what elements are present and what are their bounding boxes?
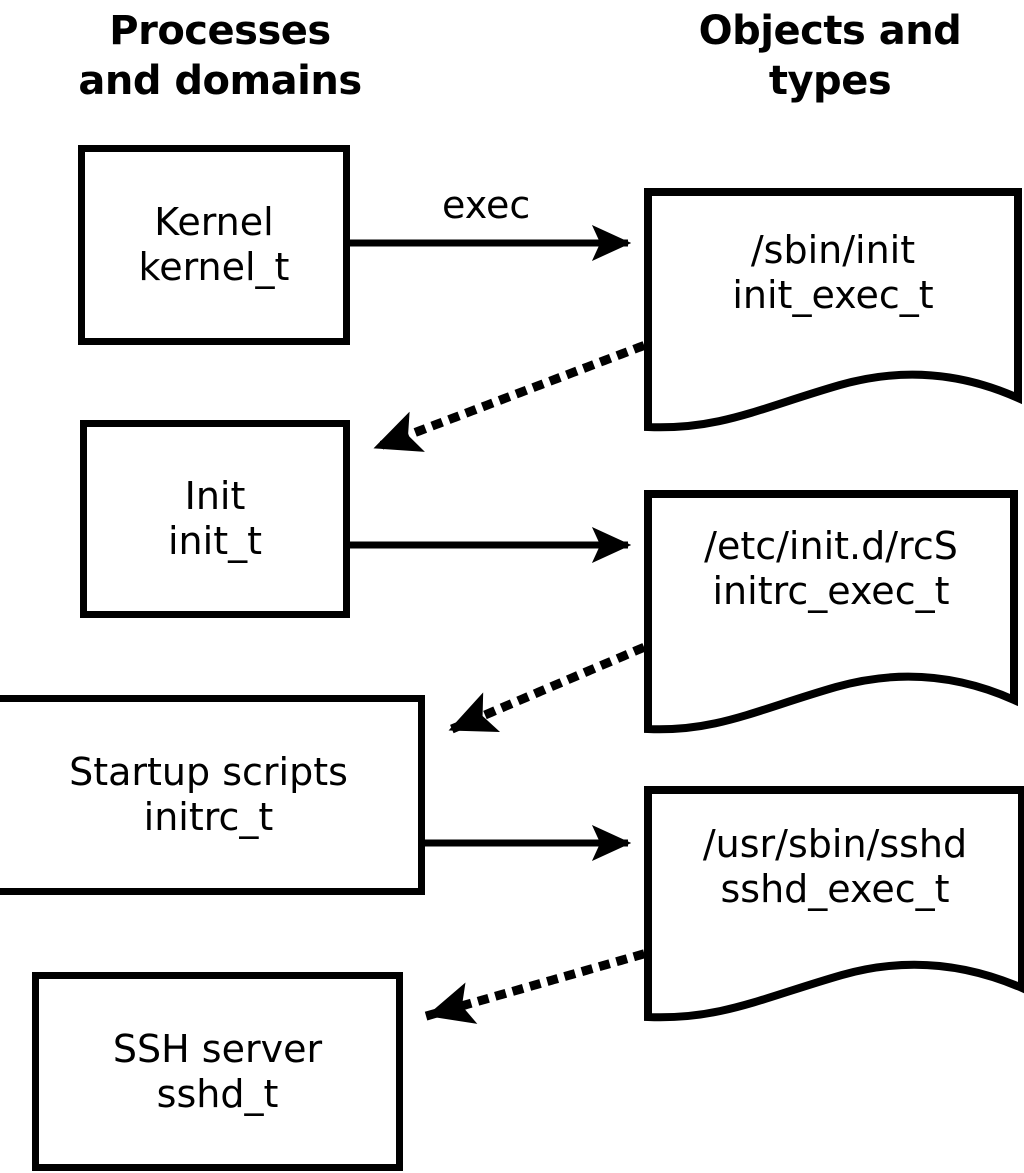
process-box-init[interactable]: Init init_t: [80, 420, 350, 618]
document-path-initrc-exec: /etc/init.d/rcS: [704, 524, 958, 568]
document-label-initrc-exec[interactable]: /etc/init.d/rcS initrc_exec_t: [648, 524, 1014, 614]
document-path-init-exec: /sbin/init: [750, 228, 916, 272]
process-box-init-type: init_t: [168, 519, 262, 563]
document-type-initrc-exec: initrc_exec_t: [712, 568, 950, 613]
document-label-sshd-exec[interactable]: /usr/sbin/sshd sshd_exec_t: [648, 822, 1022, 912]
process-box-startup-scripts-name: Startup scripts: [69, 750, 348, 795]
process-box-kernel[interactable]: Kernel kernel_t: [78, 145, 350, 345]
process-box-init-name: Init: [184, 474, 246, 519]
process-box-startup-scripts-type: initrc_t: [143, 795, 274, 839]
process-box-ssh-server[interactable]: SSH server sshd_t: [32, 972, 403, 1171]
document-type-sshd-exec: sshd_exec_t: [720, 866, 950, 911]
process-box-ssh-server-type: sshd_t: [156, 1071, 279, 1116]
process-box-startup-scripts[interactable]: Startup scripts initrc_t: [0, 695, 425, 895]
document-type-init-exec: init_exec_t: [732, 272, 934, 317]
process-box-kernel-type: kernel_t: [138, 245, 290, 289]
process-box-kernel-name: Kernel: [154, 200, 274, 245]
document-label-init-exec[interactable]: /sbin/init init_exec_t: [648, 228, 1018, 318]
edge-label-exec: exec: [442, 183, 531, 227]
edge-init-exec-to-init: [371, 341, 646, 453]
column-header-objects: Objects and types: [698, 8, 962, 104]
edge-sshd-exec-to-sshd: [424, 949, 646, 1024]
edge-rcs-to-initrc: [446, 643, 646, 735]
column-header-processes: Processes and domains: [78, 8, 362, 104]
document-path-sshd-exec: /usr/sbin/sshd: [702, 822, 968, 866]
process-box-ssh-server-name: SSH server: [112, 1026, 323, 1071]
